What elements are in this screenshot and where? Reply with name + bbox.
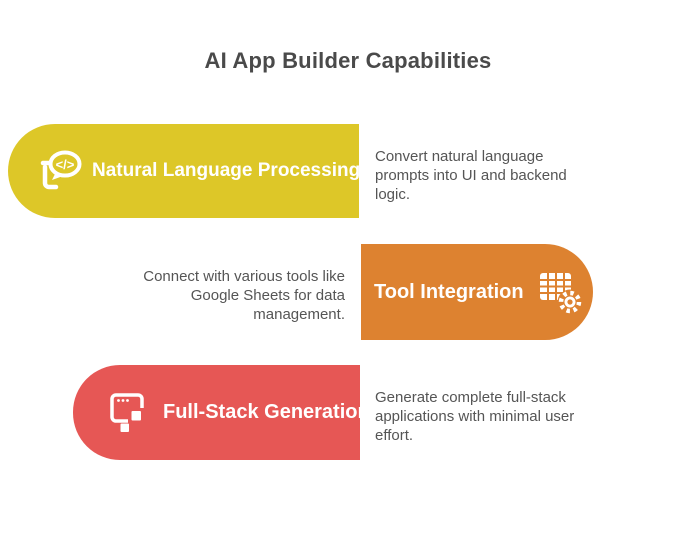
- capability-pill-tools: Tool Integration: [361, 244, 593, 340]
- spreadsheet-gear-icon: [539, 273, 583, 315]
- capability-label: Natural Language Processing: [92, 160, 361, 181]
- capability-pill-fullstack: Full-Stack Generation: [73, 365, 370, 460]
- capability-description-nlp: Convert natural language prompts into UI…: [375, 148, 567, 203]
- page-title: AI App Builder Capabilities: [204, 48, 492, 73]
- chat-code-icon: </>: [40, 150, 82, 190]
- capability-label: Tool Integration: [374, 280, 524, 303]
- capability-pill-nlp: </> Natural Language Processing: [8, 124, 361, 218]
- capability-description-fullstack: Generate complete full-stack application…: [375, 389, 575, 444]
- capability-label: Full-Stack Generation: [163, 401, 370, 423]
- capability-description-tools: Connect with various tools like Google S…: [143, 268, 345, 323]
- app-window-icon: [110, 392, 145, 432]
- code-glyph: </>: [56, 157, 75, 172]
